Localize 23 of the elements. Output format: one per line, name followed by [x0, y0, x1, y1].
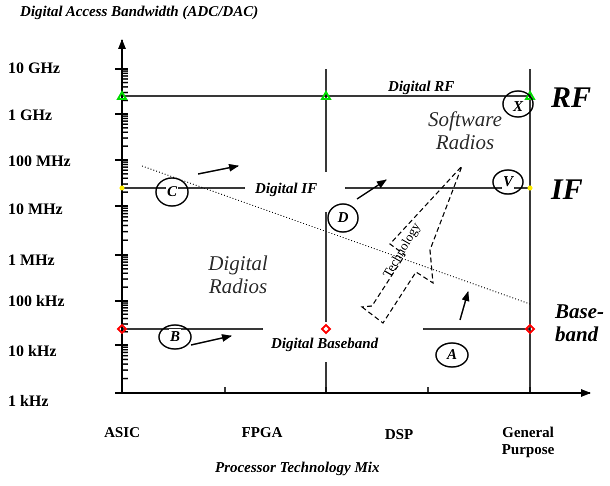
category-label: General Purpose — [500, 425, 556, 458]
annotation-text: Software Radios — [427, 108, 503, 154]
region-label: RF — [551, 81, 592, 114]
category-label: FPGA — [240, 425, 284, 442]
category-label: ASIC — [103, 425, 141, 442]
tick-label: 1 GHz — [8, 107, 52, 125]
line-label: Digital Baseband — [271, 336, 378, 352]
tick-label: 1 MHz — [8, 252, 55, 270]
category-label: DSP — [384, 427, 414, 444]
region-label: IF — [551, 173, 583, 206]
tick-label: 10 GHz — [8, 60, 60, 78]
annotation-text: Digital Radios — [207, 252, 269, 298]
tick-label: 100 kHz — [8, 293, 64, 311]
axis-title: Processor Technology Mix — [215, 460, 380, 476]
tick-label: 10 MHz — [8, 201, 63, 219]
letter-label: V — [502, 174, 514, 190]
line-label: Digital RF — [388, 79, 454, 96]
line-label: Digital IF — [255, 181, 318, 198]
region-label: Base- band — [555, 300, 605, 346]
tick-label: 10 kHz — [8, 343, 56, 361]
tick-label: 100 MHz — [8, 153, 71, 171]
axis-title: Digital Access Bandwidth (ADC/DAC) — [20, 4, 258, 20]
tick-label: 1 kHz — [8, 393, 48, 411]
